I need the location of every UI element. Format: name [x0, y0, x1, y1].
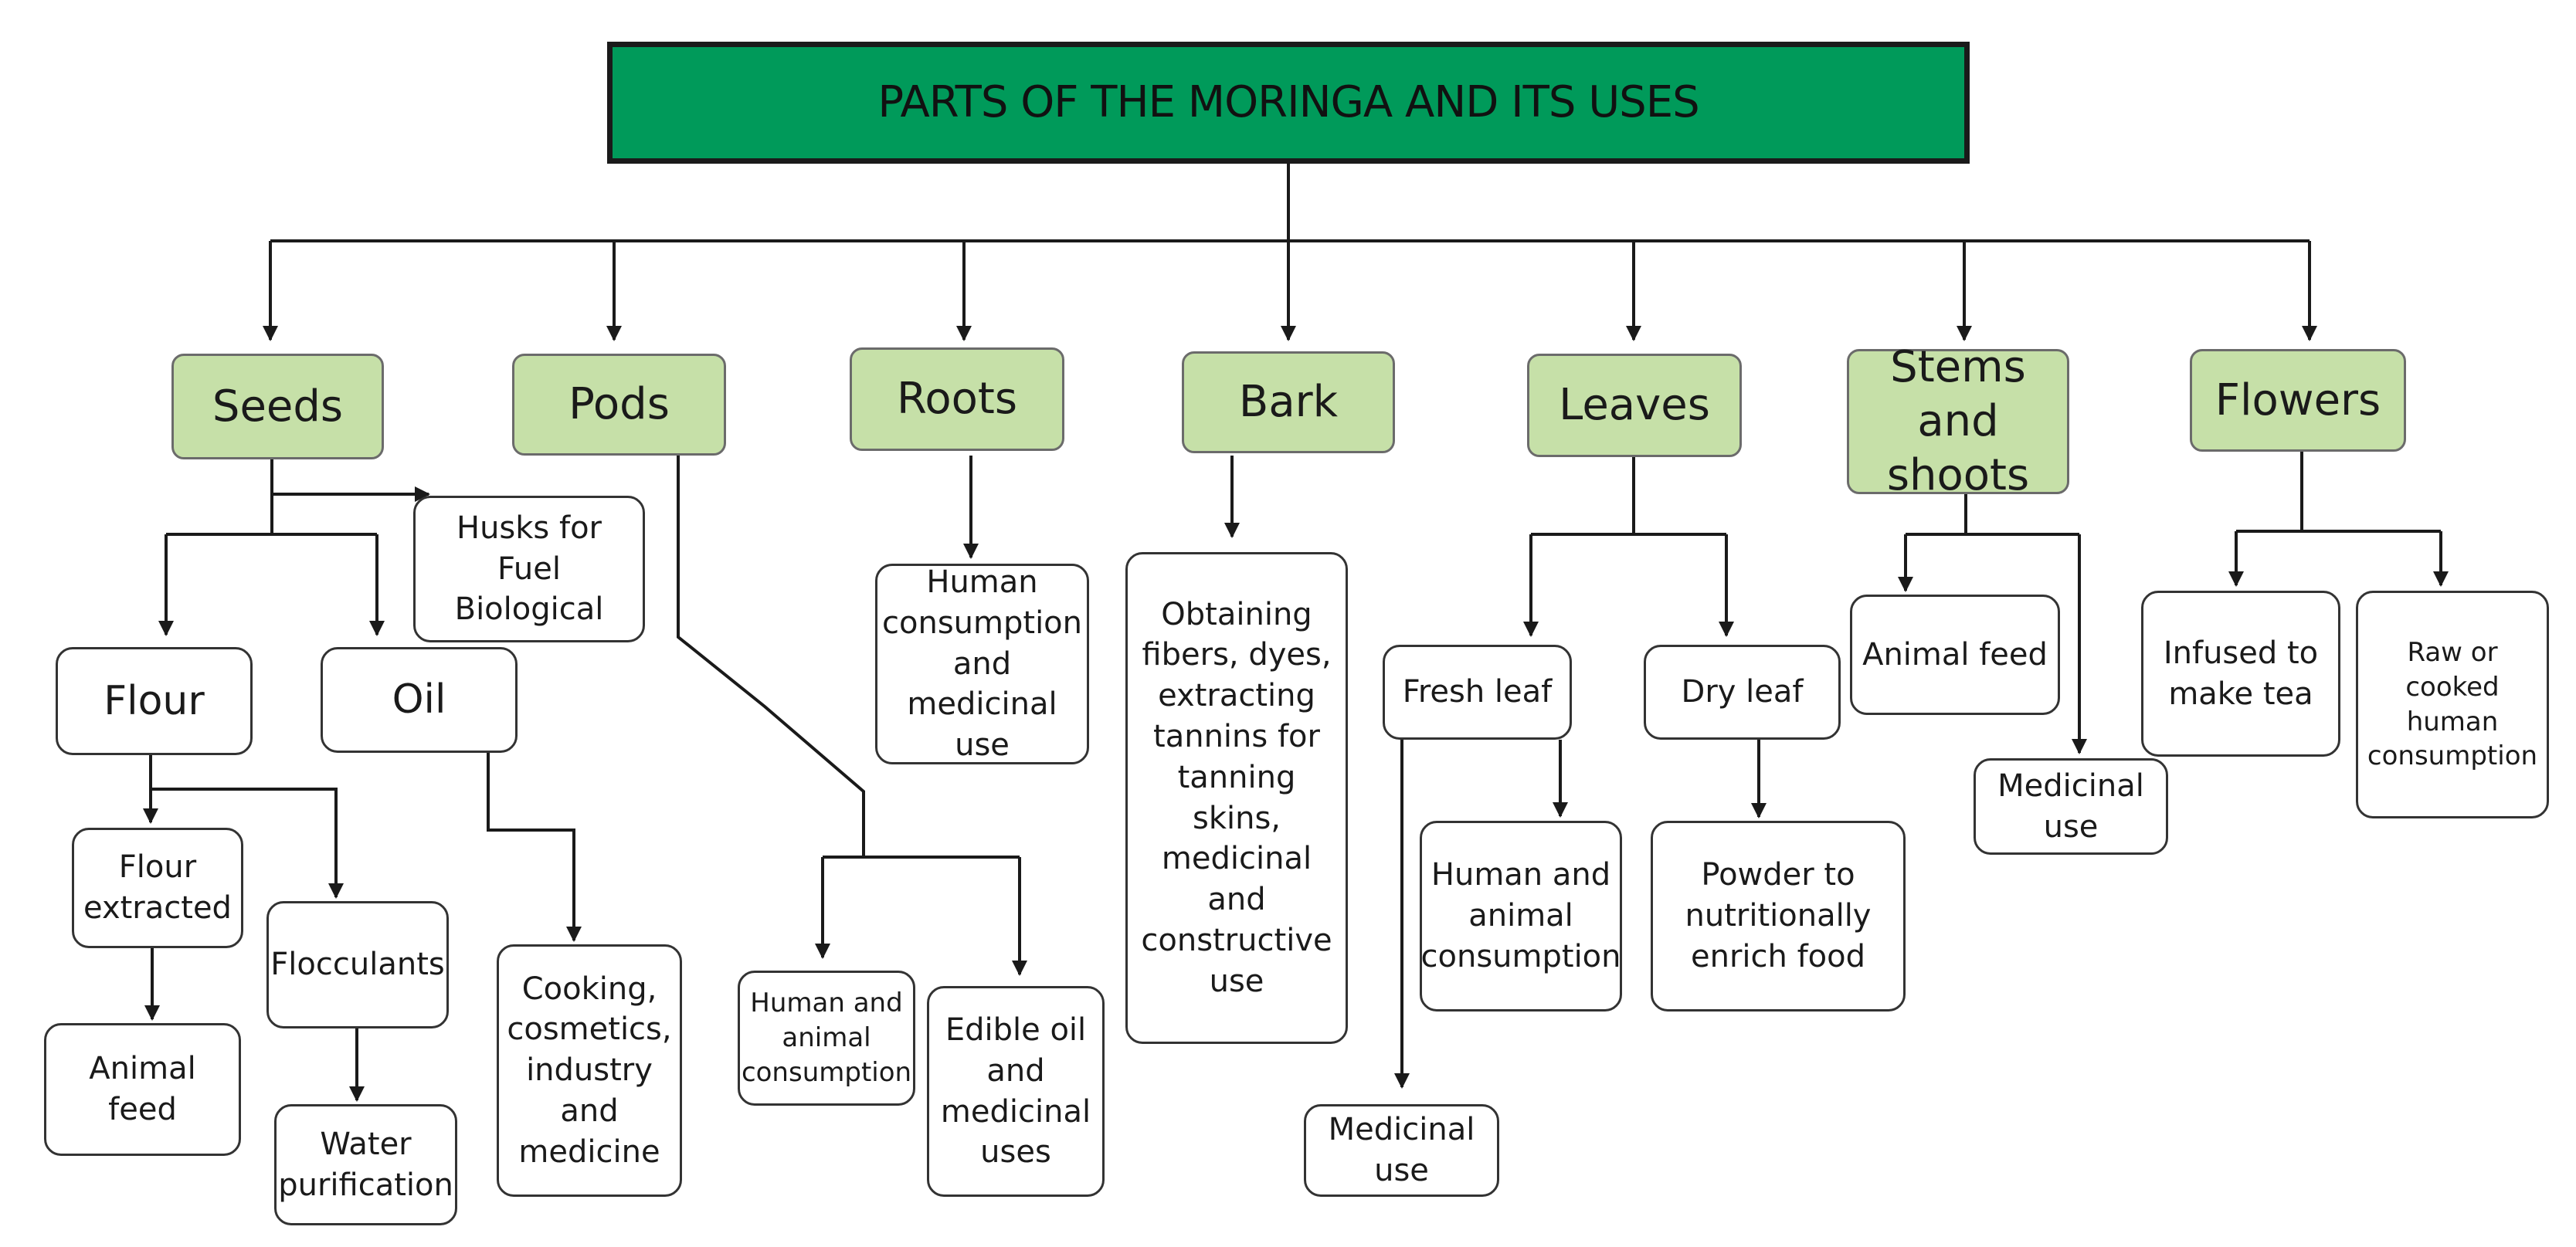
category-seeds: Seeds	[171, 354, 384, 459]
seeds-flocculants-node: Flocculants	[266, 901, 449, 1028]
bark-use-node: Obtaining fibers, dyes, extracting tanni…	[1125, 552, 1348, 1044]
category-roots: Roots	[850, 347, 1064, 451]
pods-human-animal-node: Human and animal consumption	[738, 971, 915, 1106]
leaves-fresh-leaf-node: Fresh leaf	[1383, 645, 1572, 740]
leaves-fresh-use-node: Human and animal consumption	[1420, 821, 1622, 1011]
category-flowers: Flowers	[2190, 349, 2406, 452]
pods-stem-line	[677, 456, 865, 857]
arrow-to-oil-uses	[487, 753, 582, 942]
diagram-title: PARTS OF THE MORINGA AND ITS USES	[607, 42, 1970, 164]
seeds-flour-extracted-node: Flour extracted	[72, 828, 243, 948]
seeds-animal-feed-node: Animal feed	[44, 1023, 241, 1156]
seeds-oil-node: Oil	[321, 647, 518, 753]
seeds-to-husks-line	[270, 459, 430, 502]
category-bark: Bark	[1182, 351, 1395, 453]
leaves-dry-use-node: Powder to nutritionally enrich food	[1651, 821, 1906, 1011]
arrow-to-flocculants	[151, 788, 344, 899]
pods-edible-oil-node: Edible oil and medicinal uses	[927, 986, 1105, 1197]
leaves-medicinal-node: Medicinal use	[1304, 1104, 1499, 1197]
flowers-raw-node: Raw or cooked human consumption	[2356, 591, 2549, 818]
seeds-flour-node: Flour	[56, 647, 253, 755]
leaves-dry-leaf-node: Dry leaf	[1644, 645, 1841, 740]
stems-animal-feed-node: Animal feed	[1850, 595, 2060, 715]
roots-use-node: Human consumption and medicinal use	[875, 564, 1089, 764]
flowers-tea-node: Infused to make tea	[2141, 591, 2340, 757]
stems-medicinal-node: Medicinal use	[1974, 758, 2168, 855]
category-pods: Pods	[512, 354, 726, 456]
seeds-oil-uses-node: Cooking, cosmetics, industry and medicin…	[497, 944, 682, 1197]
seeds-husks-node: Husks for Fuel Biological	[413, 496, 645, 642]
seeds-water-purification-node: Water purification	[274, 1104, 457, 1225]
category-leaves: Leaves	[1527, 354, 1742, 457]
category-stems-and-shoots: Stems and shoots	[1847, 342, 2069, 500]
